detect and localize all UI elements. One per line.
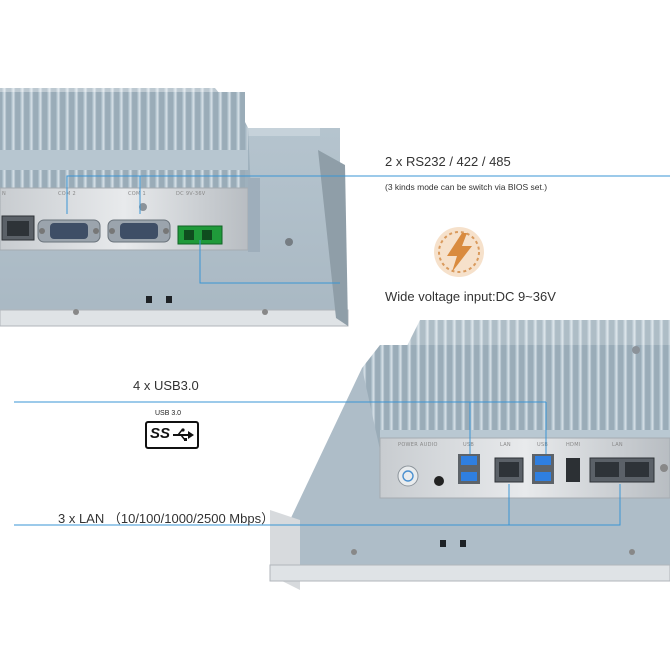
usb-callout-title: 4 x USB3.0 xyxy=(133,378,199,393)
usb3-logo-caption: USB 3.0 xyxy=(155,410,182,417)
lightning-icon xyxy=(434,227,484,277)
serial-callout-line-left xyxy=(66,175,670,214)
top-device: N COM 2 COM 1 DC 9V-36V xyxy=(0,88,349,327)
serial-callout-note: (3 kinds mode can be switch via BIOS set… xyxy=(385,182,548,192)
top-port-label-lan: N xyxy=(2,191,6,197)
usb3-logo: USB 3.0 SS xyxy=(145,410,205,452)
usb-trident-icon xyxy=(173,428,194,441)
top-port-label-dc: DC 9V-36V xyxy=(176,191,206,197)
usb3-logo-text: SS xyxy=(150,425,171,442)
callout-lines xyxy=(14,175,670,526)
bottom-port-label-lan-b: LAN xyxy=(612,442,623,448)
power-callout-title: Wide voltage input:DC 9~36V xyxy=(385,289,556,304)
bottom-port-label-lan-a: LAN xyxy=(500,442,511,448)
bottom-port-label-hdmi: HDMI xyxy=(566,442,581,448)
bottom-port-label-usb-b: USB xyxy=(537,442,548,448)
serial-callout-title: 2 x RS232 / 422 / 485 xyxy=(385,154,511,169)
bottom-port-label-usb-a: USB xyxy=(463,442,474,448)
lan-callout-line xyxy=(14,484,621,526)
power-callout-line xyxy=(199,240,340,284)
usb3-logo-box: SS xyxy=(145,421,199,449)
top-port-label-com1: COM 1 xyxy=(128,191,146,197)
lan-callout-title: 3 x LAN （10/100/1000/2500 Mbps） xyxy=(58,511,275,526)
bottom-device: POWER AUDIO USB LAN USB HDMI LAN xyxy=(269,320,670,590)
bottom-port-label-power-audio: POWER AUDIO xyxy=(398,442,438,448)
